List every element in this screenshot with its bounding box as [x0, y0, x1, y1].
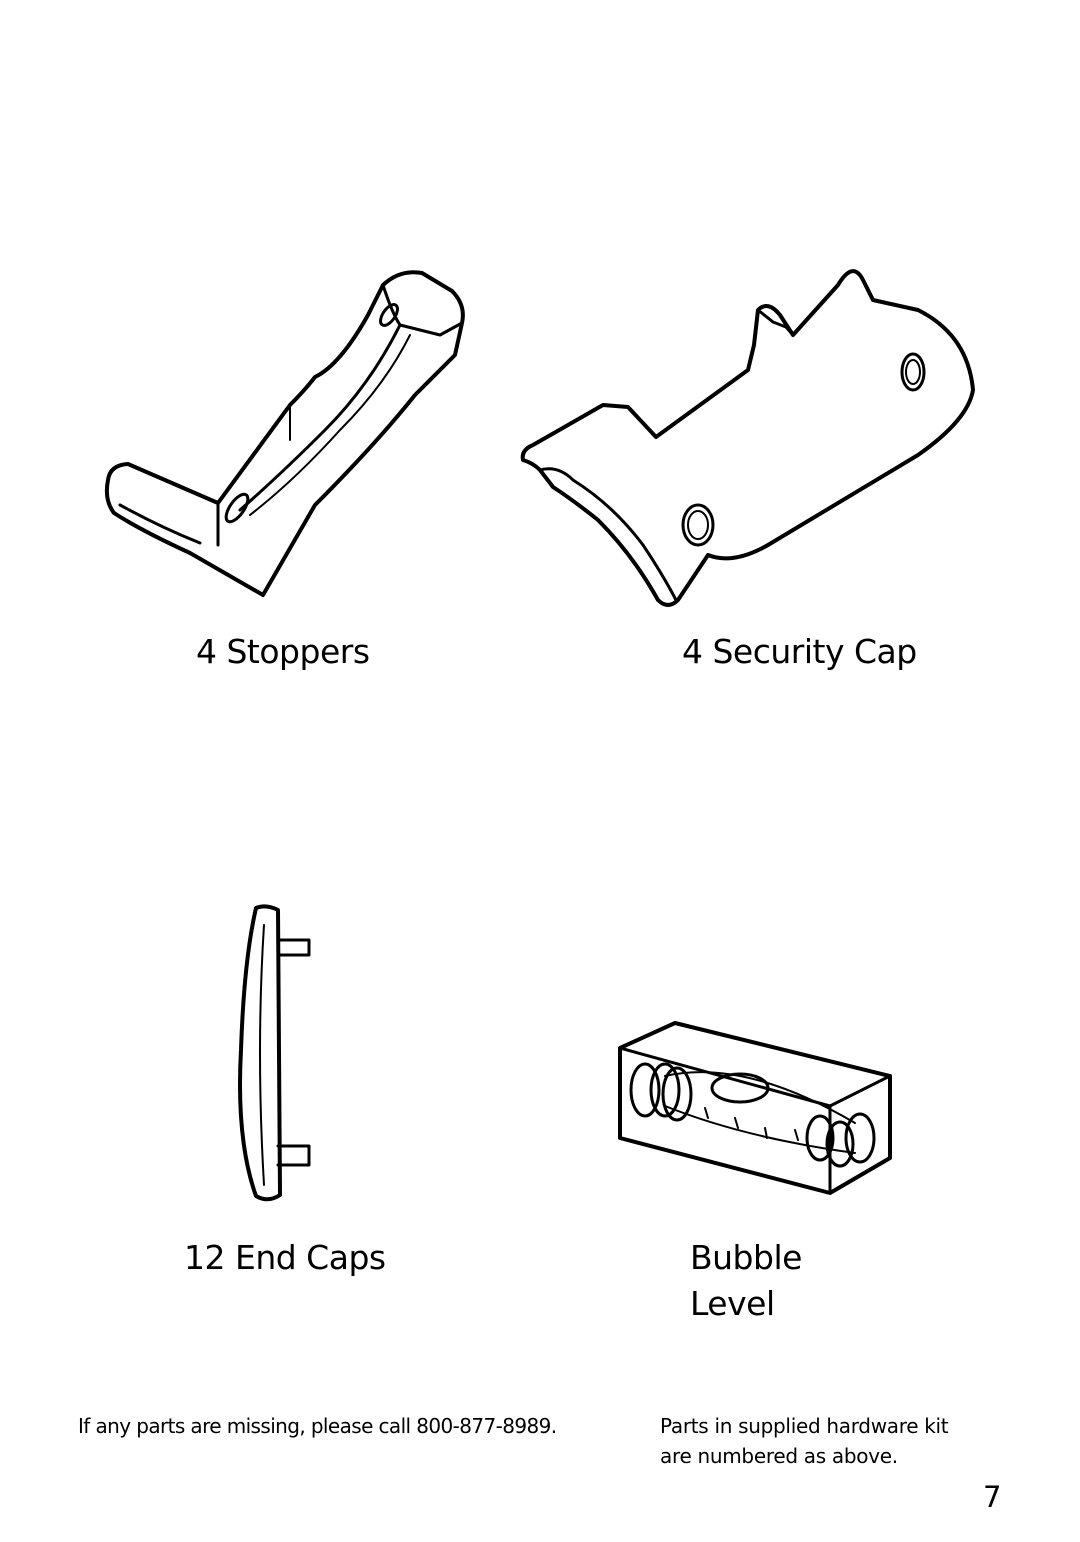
- security-cap-icon: [518, 255, 978, 615]
- end-cap-icon: [236, 900, 320, 1205]
- end-caps-label: 12 End Caps: [184, 1238, 386, 1277]
- stoppers-label: 4 Stoppers: [196, 632, 370, 671]
- bubble-level-icon: [615, 1018, 900, 1198]
- bubble-level-label-line2: Level: [690, 1284, 775, 1323]
- bubble-level-label-line1: Bubble: [690, 1238, 802, 1277]
- kit-note-line2: are numbered as above.: [660, 1444, 898, 1468]
- page-number: 7: [983, 1480, 1002, 1514]
- security-cap-label: 4 Security Cap: [682, 632, 917, 671]
- stopper-bracket-icon: [100, 265, 470, 605]
- kit-note-line1: Parts in supplied hardware kit: [660, 1414, 949, 1438]
- missing-parts-note: If any parts are missing, please call 80…: [78, 1414, 557, 1438]
